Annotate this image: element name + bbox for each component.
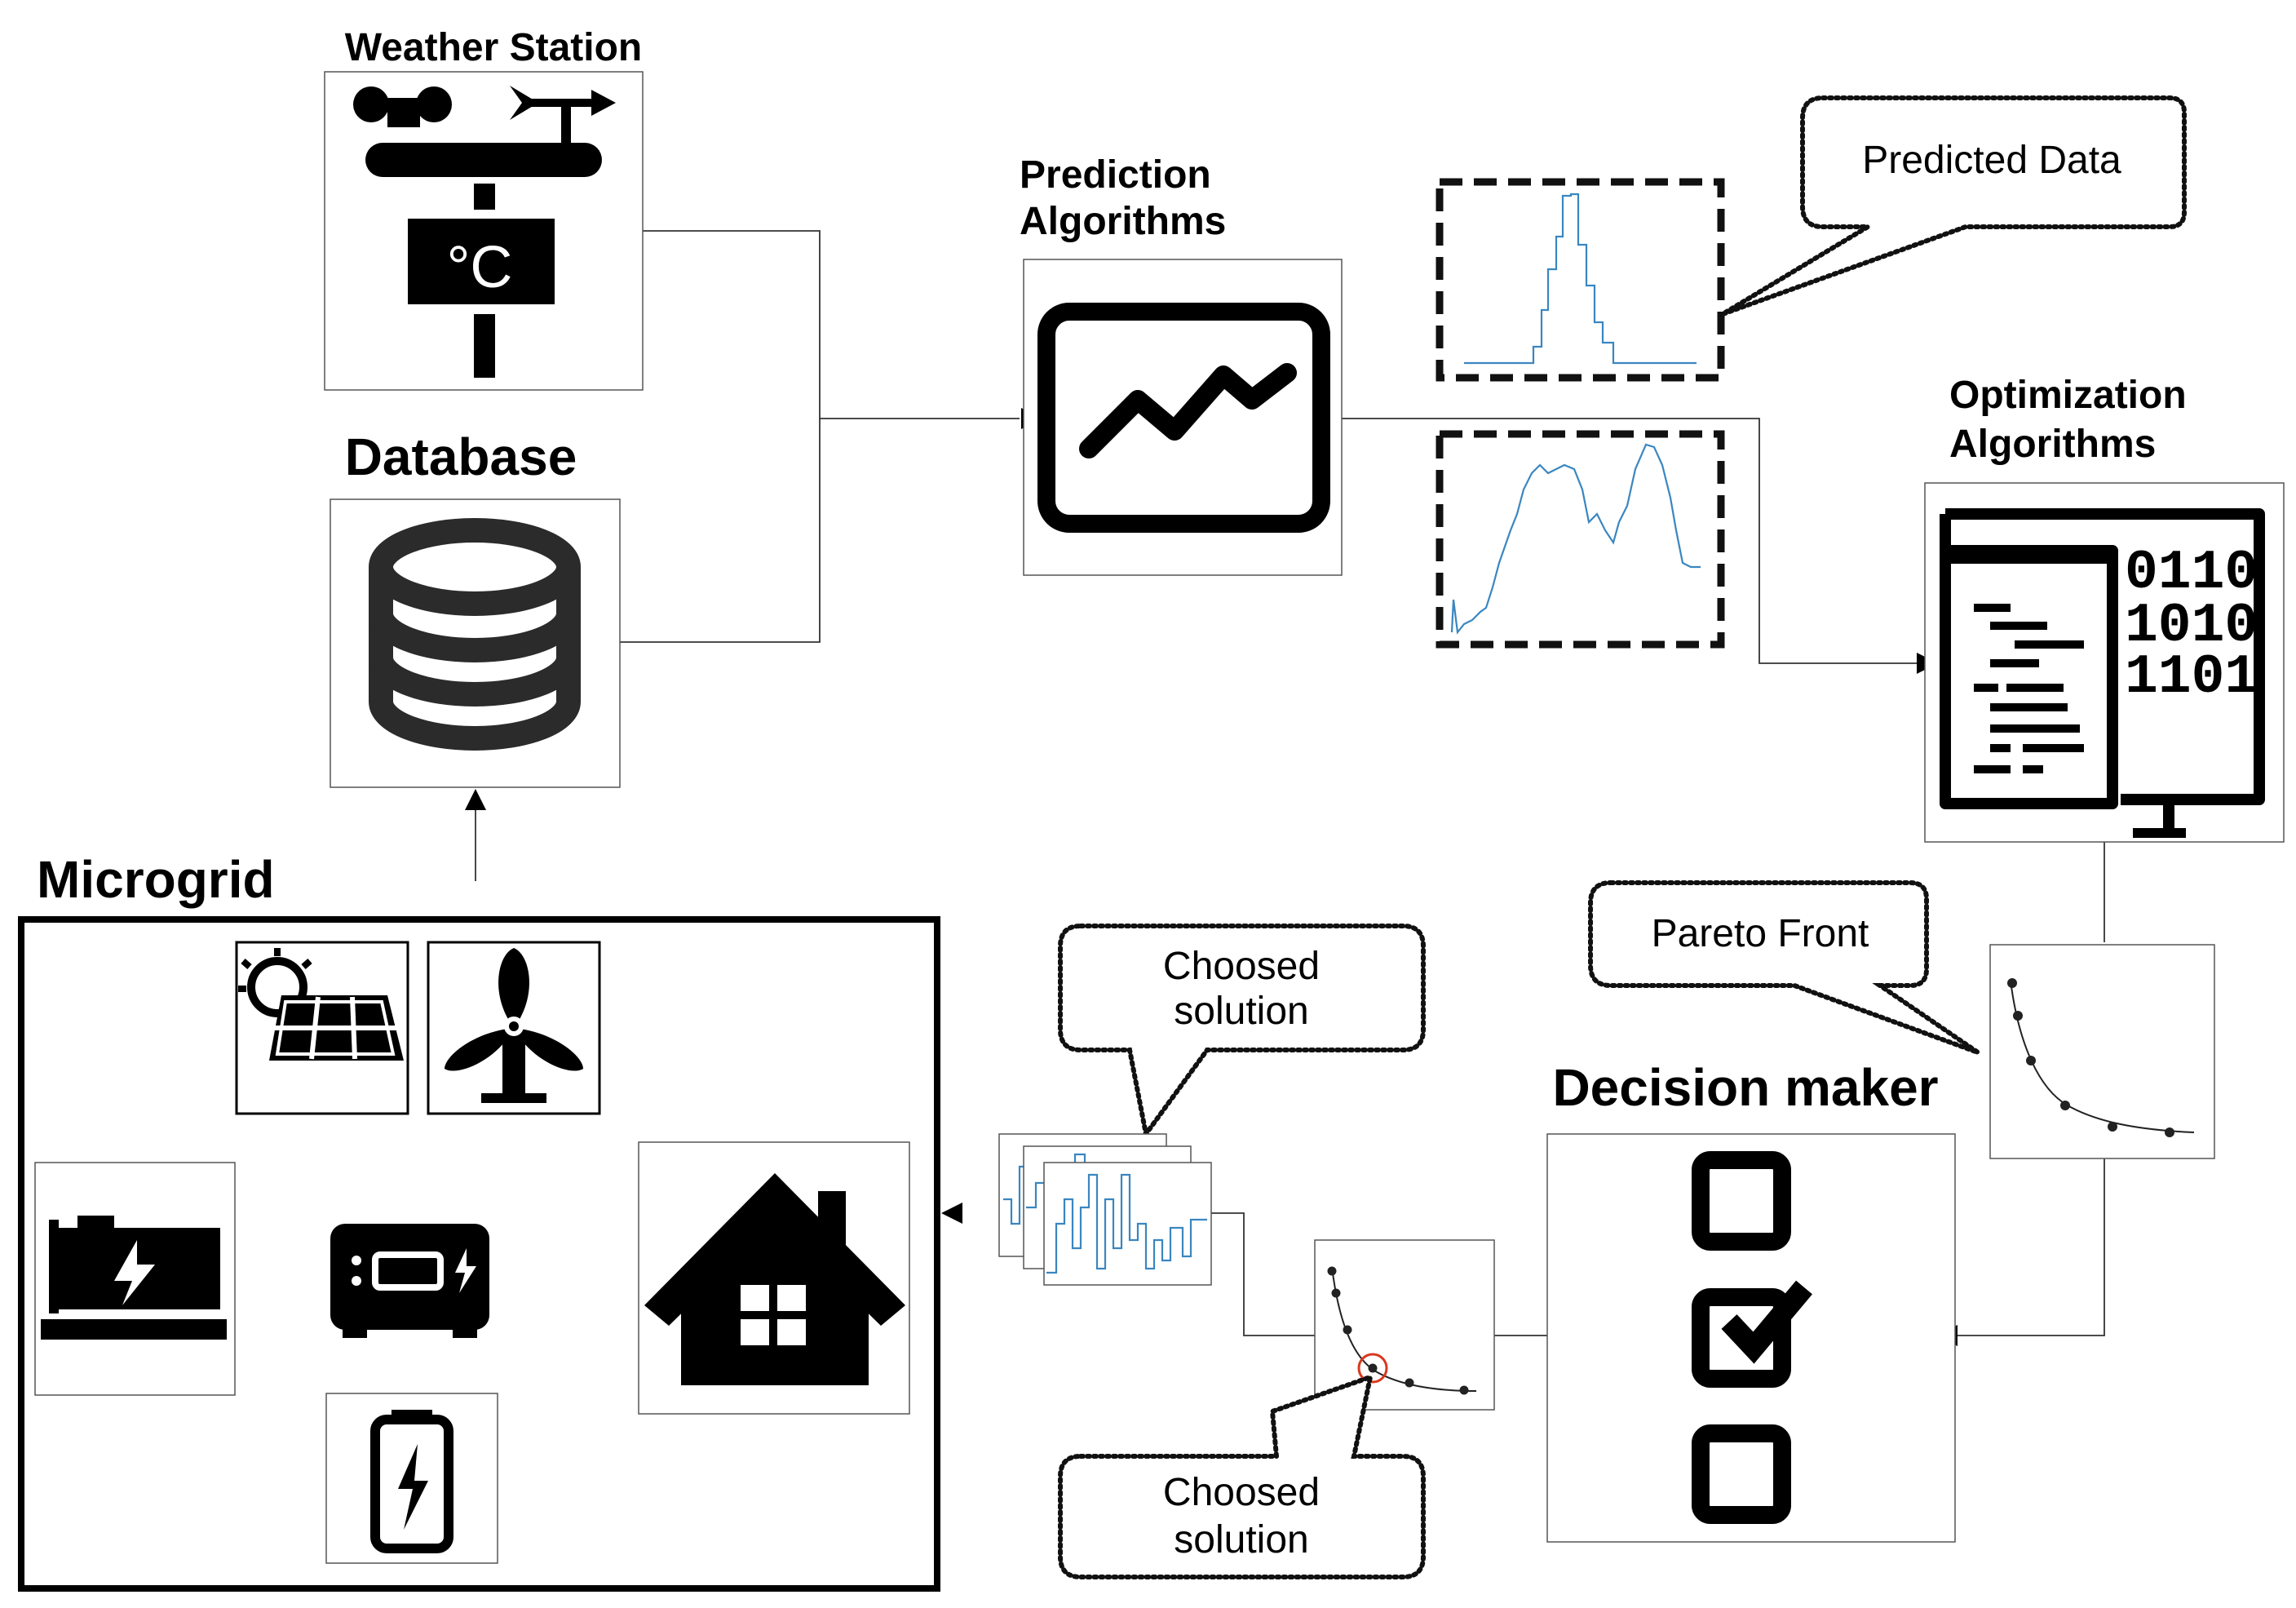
pareto-front-box (1989, 944, 2215, 1159)
pareto-front-plot (2007, 978, 2195, 1137)
solution-series-stack (998, 1133, 1212, 1286)
binary-row-2: 1010 (2125, 595, 2258, 658)
decision-maker-label: Decision maker (1552, 1058, 1938, 1117)
celsius-icon: °C (447, 235, 513, 300)
predicted-series-1 (1464, 193, 1697, 365)
choosed-solution-callout-bottom: Choosed solution (1058, 1373, 1426, 1579)
binary-row-3: 1101 (2125, 646, 2258, 709)
predicted-data-text: Predicted Data (1862, 139, 2121, 182)
house-icon (644, 1173, 905, 1385)
choosed-solution-top-line1: Choosed (1163, 945, 1320, 988)
checkmark-icon (1721, 1280, 1812, 1364)
database-label: Database (345, 427, 577, 486)
unchecked-box-icon-2 (1692, 1424, 1791, 1524)
choosed-solution-top-line2: solution (1174, 990, 1308, 1033)
inverter-icon (330, 1224, 489, 1338)
pareto-front-text: Pareto Front (1652, 912, 1869, 955)
monitor-trend-icon (1037, 303, 1330, 533)
predicted-data-callout: Predicted Data (1721, 95, 2187, 317)
solar-panel-icon (238, 948, 404, 1061)
optimization-algorithms-box (1924, 482, 2285, 843)
optimization-algorithms-label-line2: Algorithms (1949, 423, 2156, 466)
chosen-solution-plot (1327, 1266, 1477, 1395)
battery-icon (370, 1410, 453, 1553)
wind-turbine-icon (445, 948, 583, 1103)
binary-row-1: 0110 (2125, 542, 2258, 605)
weather-station-icon: °C (353, 86, 616, 378)
microgrid-label: Microgrid (37, 850, 275, 909)
predicted-series-2 (1450, 443, 1701, 635)
predicted-chart-1-frame (1436, 178, 1725, 382)
choosed-solution-bottom-line1: Choosed (1163, 1471, 1320, 1514)
generator-icon (41, 1216, 227, 1340)
predicted-chart-2-frame (1436, 430, 1725, 649)
prediction-algorithms-label-line1: Prediction (1020, 153, 1211, 197)
computer-code-icon: 0110 1010 1101 (1940, 508, 2265, 838)
choosed-solution-callout-top: Choosed solution (1058, 924, 1426, 1141)
unchecked-box-icon (1692, 1151, 1791, 1251)
checked-box-icon (1692, 1288, 1791, 1388)
checklist-icon (1692, 1151, 1812, 1524)
weather-station-label: Weather Station (345, 26, 643, 69)
pareto-front-callout: Pareto Front (1588, 880, 1980, 1055)
chosen-solution-box (1314, 1239, 1495, 1411)
optimization-algorithms-label-line1: Optimization (1949, 374, 2187, 417)
prediction-algorithms-label-line2: Algorithms (1020, 200, 1226, 243)
choosed-solution-bottom-line2: solution (1174, 1518, 1308, 1561)
selected-solution-marker (1357, 1353, 1388, 1384)
database-icon (369, 518, 581, 751)
